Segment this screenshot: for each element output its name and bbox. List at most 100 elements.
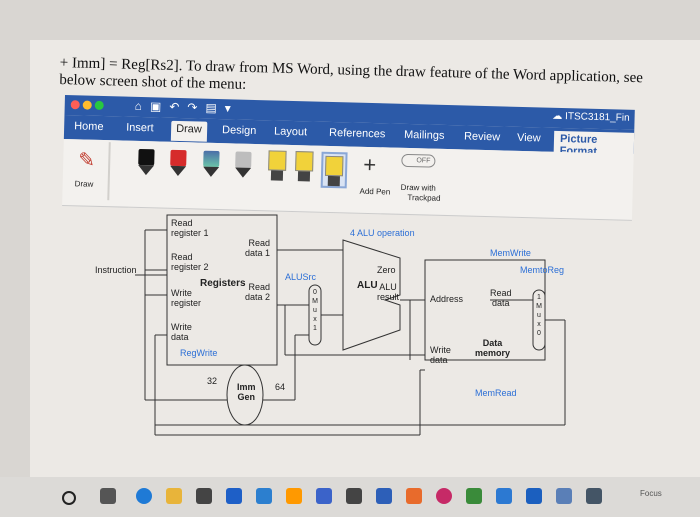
app-icon-5[interactable]	[406, 488, 422, 504]
app-icon-2[interactable]	[316, 488, 332, 504]
memread-label: MemRead	[475, 388, 517, 398]
highlighter-yellow-2[interactable]	[295, 151, 314, 182]
draw-tool-icon[interactable]: ✎	[78, 149, 96, 172]
task-view-icon[interactable]	[100, 488, 116, 504]
bits-32-label: 32	[207, 376, 218, 386]
tab-home[interactable]: Home	[74, 120, 104, 134]
start-icon[interactable]	[62, 491, 76, 505]
register-file-box	[166, 214, 278, 366]
mem-read-data-line-1: Read	[490, 288, 512, 298]
tab-layout[interactable]: Layout	[273, 125, 308, 139]
app-icon-9[interactable]	[526, 488, 542, 504]
focus-label[interactable]: Focus	[640, 489, 662, 498]
read-register-2-line-1: Read	[171, 252, 193, 262]
document-title-text: ITSC3181_Fin	[564, 111, 630, 124]
trackpad-toggle[interactable]: OFF	[401, 153, 436, 168]
alu-result-line-1: ALU	[379, 282, 397, 292]
read-data-2-line-2: data 2	[245, 292, 271, 302]
data-memory-line-2: memory	[475, 348, 511, 358]
data-memory-line-1: Data	[482, 338, 503, 348]
edge-icon[interactable]	[136, 488, 152, 504]
bits-64-label: 64	[275, 382, 286, 392]
app-icon-6[interactable]	[436, 488, 452, 504]
minimize-icon[interactable]	[82, 100, 92, 110]
read-data-1-line-2: data 1	[245, 248, 271, 258]
toolbar-divider	[107, 142, 111, 201]
store-icon[interactable]	[196, 488, 212, 504]
pen-black[interactable]	[137, 148, 155, 176]
address-label: Address	[430, 294, 464, 304]
tab-view[interactable]: View	[516, 131, 541, 145]
alu-operation-text: ALU operation	[357, 228, 415, 238]
undo-icon[interactable]: ↶	[169, 99, 180, 114]
app-icon-10[interactable]	[556, 488, 572, 504]
pen-galaxy[interactable]	[202, 150, 220, 178]
read-data-2-line-1: Read	[248, 282, 271, 292]
alu-shape	[342, 239, 401, 351]
highlighter-yellow-1[interactable]	[268, 150, 287, 181]
imm-gen-line-1: Imm	[237, 382, 256, 392]
tab-references[interactable]: References	[328, 126, 386, 141]
alu-src-mux-label: 0 M u x 1	[311, 288, 319, 333]
print-icon[interactable]: ▤	[205, 100, 217, 115]
tab-draw[interactable]: Draw	[170, 120, 208, 142]
regwrite-label: RegWrite	[180, 348, 218, 358]
taskbar: Focus	[0, 477, 700, 517]
app-icon-3[interactable]	[346, 488, 362, 504]
alu-src-mux-0: 0	[313, 289, 317, 296]
mail-icon[interactable]	[256, 488, 272, 504]
zero-label: Zero	[377, 265, 396, 275]
mem-read-data-line-2: data	[491, 298, 510, 308]
datapath-lines	[135, 214, 566, 436]
maximize-icon[interactable]	[94, 100, 104, 111]
app-icon-11[interactable]	[586, 488, 602, 504]
mem-write-data-line-2: data	[430, 355, 448, 365]
pencil-gray[interactable]	[234, 151, 252, 178]
window-controls	[70, 95, 107, 115]
alu-src-mux-1: 1	[313, 325, 317, 332]
read-register-2-line-2: register 2	[171, 262, 209, 272]
mem-write-data-line-1: Write	[430, 345, 451, 355]
read-data-1-line-1: Read	[248, 238, 271, 248]
alu-result-line-2: result	[377, 292, 400, 302]
tab-insert[interactable]: Insert	[126, 121, 154, 135]
more-icon[interactable]: ▾	[224, 101, 231, 116]
amazon-icon[interactable]	[286, 488, 302, 504]
save-icon[interactable]: ▣	[149, 99, 162, 114]
file-explorer-icon[interactable]	[166, 488, 182, 504]
add-pen-label: Add Pen	[359, 186, 391, 197]
write-register-line-2: register	[171, 298, 202, 308]
read-register-1-line-1: Read	[171, 218, 193, 228]
app-icon-4[interactable]	[376, 488, 392, 504]
quick-access-toolbar: ⌂ ▣ ↶ ↷ ▤ ▾	[135, 99, 239, 116]
add-pen-icon[interactable]: +	[362, 151, 377, 178]
app-icon-7[interactable]	[466, 488, 482, 504]
redo-icon[interactable]: ↷	[187, 100, 198, 115]
close-icon[interactable]	[70, 100, 80, 110]
pen-red[interactable]	[169, 149, 187, 177]
highlighter-yellow-selected[interactable]	[320, 151, 348, 189]
home-icon[interactable]: ⌂	[134, 98, 143, 114]
memtoreg-mux-text: M u x	[536, 303, 542, 328]
tab-design[interactable]: Design	[221, 124, 257, 138]
app-icon-1[interactable]	[226, 488, 242, 504]
memwrite-label: MemWrite	[490, 248, 531, 258]
imm-gen-line-2: Gen	[237, 392, 256, 402]
app-icon-8[interactable]	[496, 488, 512, 504]
tab-mailings[interactable]: Mailings	[403, 128, 445, 142]
tab-review[interactable]: Review	[463, 130, 501, 144]
registers-label: Registers	[200, 278, 246, 289]
alu-src-mux-text: M u x	[312, 298, 318, 323]
read-register-1-line-2: register 1	[171, 228, 209, 238]
